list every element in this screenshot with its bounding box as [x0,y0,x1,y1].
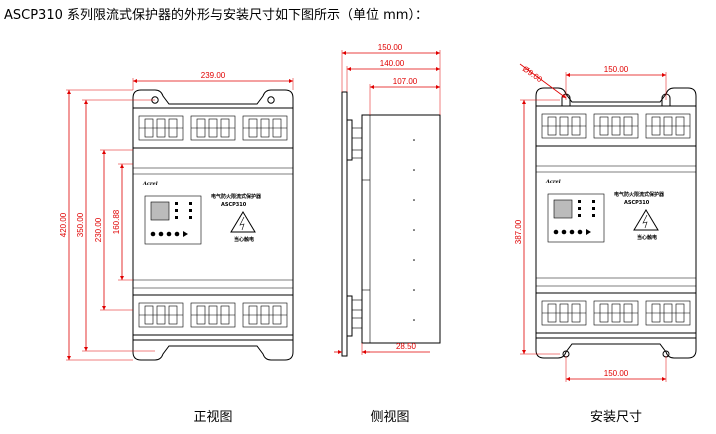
front-device: Acrel 电气防火限流式保护器 ASCP310 当心触电 [133,90,293,360]
device-model: ASCP310 [221,202,247,208]
brand-logo: Acrel [545,179,561,185]
caption-front: 正视图 [193,410,232,425]
dim-height-420: 420.00 [59,212,68,237]
mounting-hole-icon [267,96,275,104]
brand-logo: Acrel [142,181,158,187]
warning-label: 当心触电 [637,234,657,241]
dim-width: 239.00 [201,71,226,80]
device-model: ASCP310 [624,200,650,206]
page-title: ASCP310 系列限流式保护器的外形与安装尺寸如下图所示（单位 mm）： [4,8,428,23]
dim-height-350: 350.00 [76,212,85,237]
front-view: Acrel 电气防火限流式保护器 ASCP310 当心触电 239.00 420… [59,71,293,425]
device-label: 电气防火限流式保护器 [211,193,262,200]
dim-bottom-spacing: 150.00 [604,369,629,378]
install-view: Acrel 电气防火限流式保护器 ASCP310 当心触电 Ø9.00 150.… [514,63,696,425]
slot-icon [661,93,671,107]
install-device: Acrel 电气防火限流式保护器 ASCP310 当心触电 [536,88,696,358]
warning-label: 当心触电 [234,236,254,243]
dim-depth-150: 150.00 [378,43,403,52]
side-view: 150.00 140.00 107.00 28.50 侧视图 [334,43,441,425]
dim-hole: Ø9.00 [521,64,544,84]
dim-height-160: 160.88 [112,209,121,234]
dim-hole-height: 387.00 [514,219,523,244]
dim-depth-140: 140.00 [380,59,405,68]
caption-side: 侧视图 [370,410,409,425]
dim-top-spacing: 150.00 [604,65,629,74]
dim-depth-107: 107.00 [393,77,418,86]
dim-height-230: 230.00 [94,217,103,242]
caption-install: 安装尺寸 [590,410,642,425]
device-label: 电气防火限流式保护器 [614,191,665,198]
dim-offset-28: 28.50 [396,342,417,351]
